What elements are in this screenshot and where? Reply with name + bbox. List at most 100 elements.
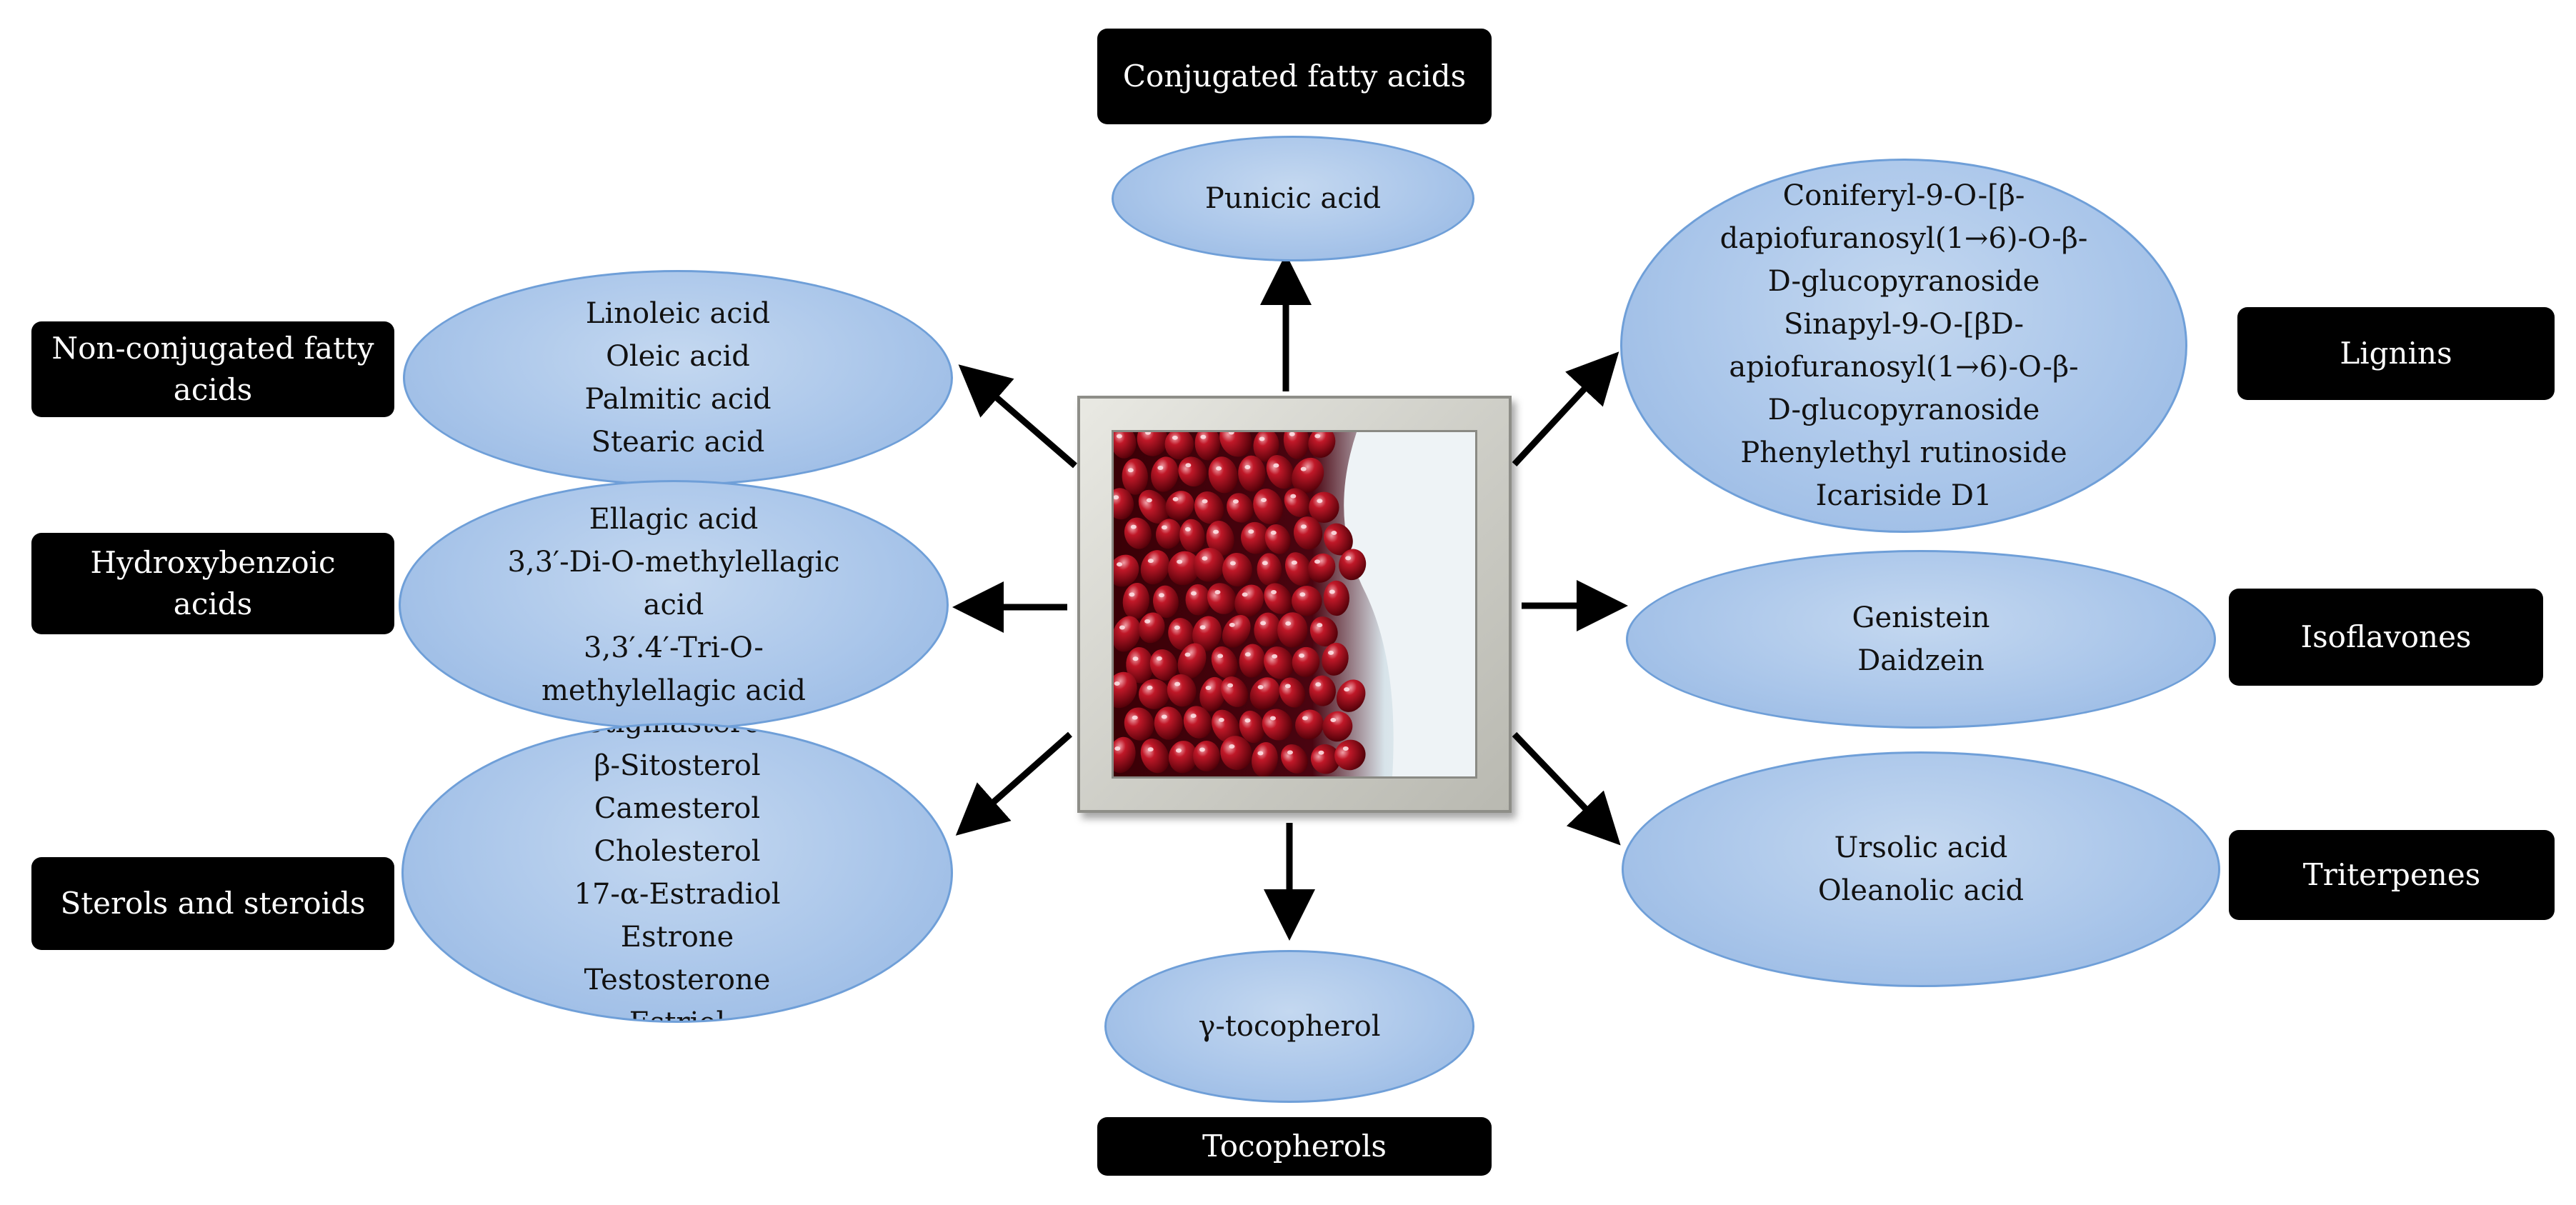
compound-item: Estriol: [629, 1006, 726, 1023]
aril-shape: [1253, 489, 1283, 524]
aril-highlight: [1301, 524, 1307, 529]
label-hydroxy-line-2: acids: [173, 586, 253, 621]
aril-highlight: [1318, 750, 1324, 755]
aril-highlight: [1289, 432, 1295, 436]
compound-item: Ellagic acid: [589, 503, 759, 536]
aril-shape: [1165, 491, 1194, 521]
aril-shape: [1122, 458, 1149, 495]
aril-highlight: [1257, 684, 1264, 689]
label-sterols-text: Sterols and steroids: [60, 886, 366, 921]
aril-highlight: [1175, 748, 1182, 753]
aril-highlight: [1229, 744, 1235, 749]
center-image-frame: [1077, 396, 1512, 813]
aril-shape: [1292, 646, 1320, 677]
label-hydroxy-line-1: Hydroxybenzoic: [90, 545, 336, 580]
aril-shape: [1309, 491, 1339, 524]
ellipse-triterpene-compounds: Ursolic acid Oleanolic acid: [1622, 751, 2220, 987]
compound-item: Stigmasterol: [584, 723, 770, 739]
aril-shape: [1114, 671, 1137, 709]
aril-highlight: [1344, 687, 1350, 692]
aril-highlight: [1284, 684, 1291, 689]
aril-shape: [1137, 432, 1168, 456]
aril-shape: [1193, 741, 1220, 771]
compound-item: dapiofuranosyl(1→6)-O-β-: [1719, 222, 2088, 255]
label-isoflavones-text: Isoflavones: [2300, 619, 2472, 654]
aril-highlight: [1200, 434, 1207, 439]
aril-highlight: [1217, 654, 1224, 659]
aril-highlight: [1244, 718, 1251, 723]
aril-shape: [1336, 679, 1366, 712]
aril-highlight: [1145, 432, 1152, 435]
aril-shape: [1114, 616, 1141, 652]
aril-highlight: [1202, 556, 1208, 561]
aril-shape: [1295, 709, 1324, 740]
aril-highlight: [1161, 525, 1167, 530]
aril-highlight: [1214, 590, 1221, 595]
aril-shape: [1221, 676, 1249, 707]
aril-highlight: [1144, 619, 1151, 624]
aril-highlight: [1174, 625, 1180, 630]
arrow-to-nonconjugated: [958, 364, 1077, 469]
aril-shape: [1293, 516, 1323, 550]
aril-shape: [1220, 736, 1252, 770]
aril-highlight: [1317, 623, 1323, 628]
aril-highlight: [1199, 747, 1205, 752]
aril-highlight: [1232, 499, 1239, 504]
compound-item: D-glucopyranoside: [1767, 265, 2040, 298]
aril-highlight: [1190, 714, 1197, 719]
aril-shape: [1114, 488, 1134, 520]
aril-highlight: [1244, 464, 1251, 469]
ellipse-nonconjugated-compounds: Linoleic acid Oleic acid Palmitic acid S…: [403, 270, 953, 486]
aril-shape: [1140, 739, 1169, 774]
aril-shape: [1309, 616, 1338, 647]
aril-highlight: [1177, 559, 1183, 564]
aril-shape: [1153, 585, 1179, 618]
aril-shape: [1238, 455, 1266, 492]
compound-item: methylellagic acid: [541, 674, 807, 707]
aril-shape: [1323, 580, 1349, 616]
aril-shape: [1126, 646, 1154, 684]
aril-highlight: [1302, 716, 1308, 721]
aril-shape: [1253, 432, 1279, 462]
aril-shape: [1124, 517, 1152, 549]
aril-highlight: [1227, 683, 1234, 688]
aril-highlight: [1218, 717, 1224, 722]
aril-highlight: [1157, 466, 1164, 471]
aril-highlight: [1146, 498, 1152, 503]
aril-highlight: [1287, 750, 1293, 755]
aril-highlight: [1342, 746, 1349, 751]
aril-highlight: [1158, 593, 1164, 598]
aril-highlight: [1270, 530, 1277, 535]
aril-highlight: [1314, 434, 1321, 439]
label-tocopherols: Tocopherols: [1097, 1117, 1492, 1176]
aril-shape: [1323, 523, 1353, 556]
aril-highlight: [1119, 625, 1125, 630]
pomegranate-photo: [1112, 430, 1477, 779]
aril-highlight: [1273, 463, 1279, 468]
compound-item: Linoleic acid: [585, 297, 771, 330]
aril-shape: [1114, 554, 1139, 587]
aril-shape: [1122, 582, 1149, 619]
aril-highlight: [1262, 561, 1268, 566]
aril-shape: [1199, 676, 1226, 711]
aril-shape: [1249, 677, 1280, 710]
ellipse-isoflavone-compounds: Genistein Daidzein: [1626, 550, 2216, 729]
aril-shape: [1257, 553, 1282, 586]
compound-item: Testosterone: [584, 964, 771, 996]
compound-item: Oleanolic acid: [1817, 874, 2025, 907]
aril-shape: [1262, 709, 1293, 741]
aril-highlight: [1116, 562, 1122, 567]
aril-highlight: [1244, 652, 1251, 657]
aril-highlight: [1290, 494, 1297, 499]
label-lignins-text: Lignins: [2340, 336, 2452, 371]
compound-item: Estrone: [620, 921, 734, 954]
ellipse-tocopherol-compounds: γ-tocopherol: [1104, 950, 1474, 1103]
aril-highlight: [1330, 718, 1337, 723]
aril-highlight: [1216, 466, 1222, 471]
aril-shape: [1167, 551, 1200, 586]
compound-item: β-Sitosterol: [594, 749, 761, 782]
aril-shape: [1207, 583, 1237, 614]
aril-shape: [1292, 586, 1322, 616]
